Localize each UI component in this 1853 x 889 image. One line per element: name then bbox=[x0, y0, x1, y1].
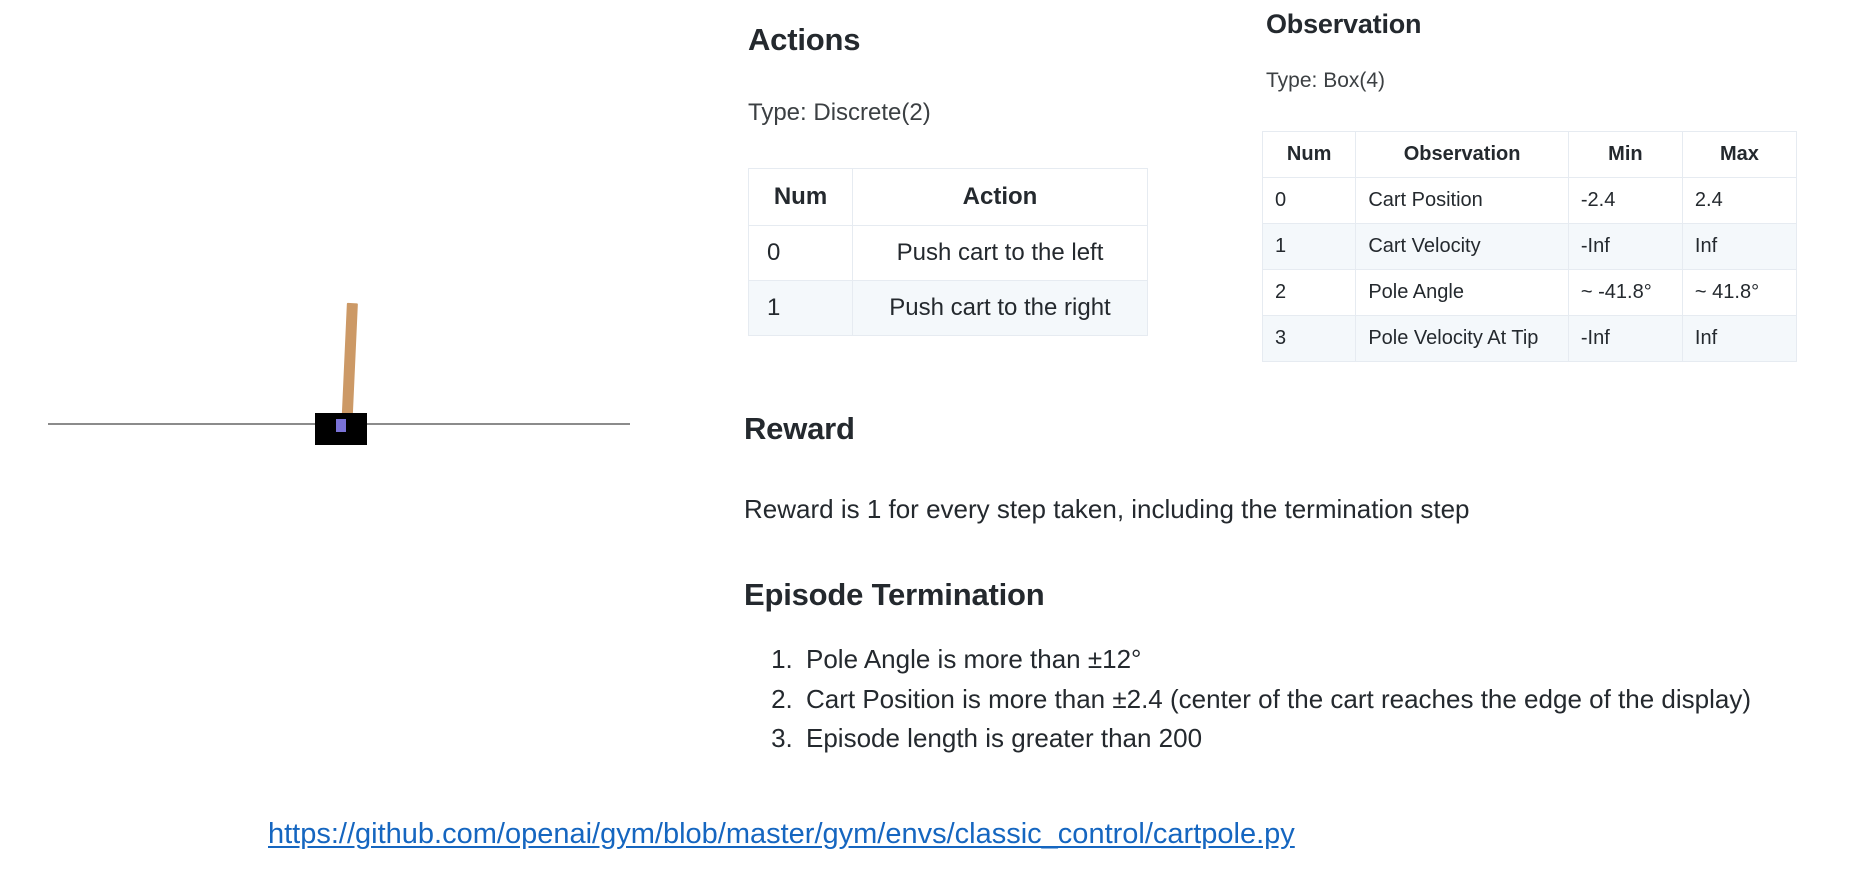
cell-num: 1 bbox=[748, 280, 853, 336]
actions-heading: Actions bbox=[748, 22, 861, 57]
actions-table: Num Action 0 Push cart to the left 1 Pus… bbox=[748, 168, 1148, 336]
table-header-row: Num Action bbox=[748, 168, 1148, 226]
episode-termination-heading: Episode Termination bbox=[744, 577, 1045, 612]
cell-observation: Pole Velocity At Tip bbox=[1355, 315, 1569, 362]
cell-action: Push cart to the left bbox=[852, 225, 1148, 281]
observation-column-header-num: Num bbox=[1261, 131, 1357, 178]
cell-num: 3 bbox=[1261, 315, 1357, 362]
table-row: 2 Pole Angle ~ -41.8° ~ 41.8° bbox=[1261, 269, 1798, 316]
cell-num: 1 bbox=[1261, 223, 1357, 270]
source-code-link[interactable]: https://github.com/openai/gym/blob/maste… bbox=[268, 818, 1295, 850]
observation-type-label: Type: Box(4) bbox=[1266, 69, 1386, 92]
episode-termination-list: Pole Angle is more than ±12° Cart Positi… bbox=[748, 640, 1751, 759]
table-row: 0 Cart Position -2.4 2.4 bbox=[1261, 177, 1798, 224]
observation-column-header-max: Max bbox=[1681, 131, 1798, 178]
cell-min: -Inf bbox=[1567, 315, 1683, 362]
table-header-row: Num Observation Min Max bbox=[1261, 131, 1798, 178]
cell-max: Inf bbox=[1681, 223, 1798, 270]
list-item: Episode length is greater than 200 bbox=[800, 719, 1751, 759]
list-item: Pole Angle is more than ±12° bbox=[800, 640, 1751, 680]
actions-column-header-action: Action bbox=[852, 168, 1148, 226]
observation-table: Num Observation Min Max 0 Cart Position … bbox=[1261, 131, 1798, 362]
table-row: 1 Cart Velocity -Inf Inf bbox=[1261, 223, 1798, 270]
table-row: 3 Pole Velocity At Tip -Inf Inf bbox=[1261, 315, 1798, 362]
observation-column-header-observation: Observation bbox=[1355, 131, 1569, 178]
cell-observation: Pole Angle bbox=[1355, 269, 1569, 316]
actions-type-label: Type: Discrete(2) bbox=[748, 99, 931, 126]
cell-observation: Cart Velocity bbox=[1355, 223, 1569, 270]
cell-observation: Cart Position bbox=[1355, 177, 1569, 224]
cell-max: ~ 41.8° bbox=[1681, 269, 1798, 316]
cell-min: -2.4 bbox=[1567, 177, 1683, 224]
cell-max: Inf bbox=[1681, 315, 1798, 362]
observation-column-header-min: Min bbox=[1567, 131, 1683, 178]
cell-min: ~ -41.8° bbox=[1567, 269, 1683, 316]
cell-num: 0 bbox=[1261, 177, 1357, 224]
reward-heading: Reward bbox=[744, 411, 855, 446]
cell-num: 0 bbox=[748, 225, 853, 281]
table-row: 1 Push cart to the right bbox=[748, 280, 1148, 336]
cell-max: 2.4 bbox=[1681, 177, 1798, 224]
cell-num: 2 bbox=[1261, 269, 1357, 316]
cartpole-simulation-render bbox=[0, 0, 700, 800]
cell-min: -Inf bbox=[1567, 223, 1683, 270]
cartpole-axle-joint bbox=[336, 419, 346, 432]
reward-description: Reward is 1 for every step taken, includ… bbox=[744, 494, 1470, 524]
observation-heading: Observation bbox=[1266, 9, 1422, 39]
list-item: Cart Position is more than ±2.4 (center … bbox=[800, 680, 1751, 720]
table-row: 0 Push cart to the left bbox=[748, 225, 1148, 281]
cell-action: Push cart to the right bbox=[852, 280, 1148, 336]
actions-column-header-num: Num bbox=[748, 168, 853, 226]
